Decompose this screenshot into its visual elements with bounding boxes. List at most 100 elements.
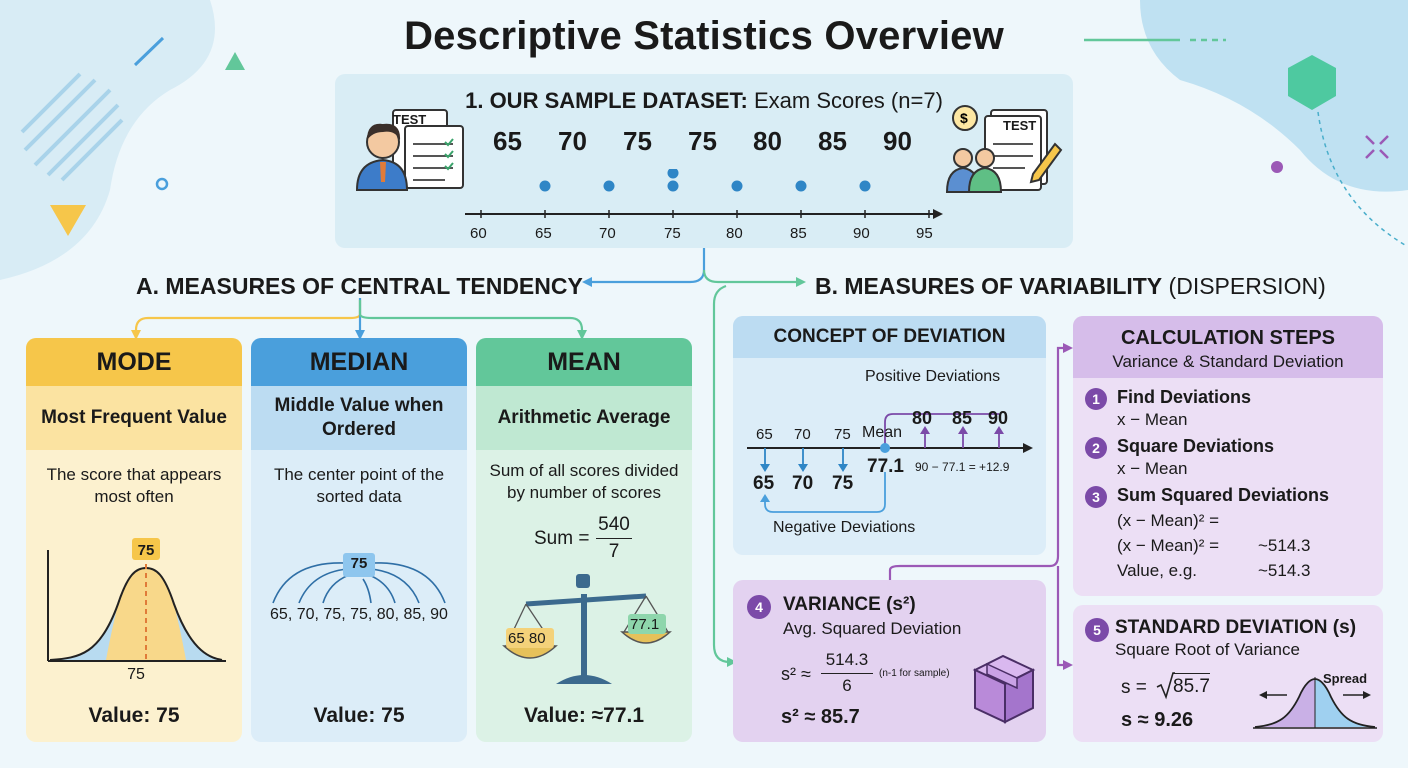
variance-result: s² ≈ 85.7 (781, 706, 860, 728)
data-point (795, 180, 807, 192)
test-label-left: TEST (393, 112, 427, 127)
mode-subtitle: Most Frequent Value (26, 386, 242, 450)
variance-lhs: s² ≈ (781, 664, 811, 684)
axis-tick-label: 85 (790, 225, 807, 242)
dataset-panel: 1. OUR SAMPLE DATASET: Exam Scores (n=7)… (335, 74, 1073, 248)
deviation-top-left-1: 65 (756, 426, 773, 443)
score-4: 75 (688, 126, 717, 156)
score-6: 85 (818, 126, 847, 156)
axis-tick-label: 75 (664, 225, 681, 242)
mean-value: Value: ≈77.1 (523, 704, 645, 727)
variance-badge: 4 (747, 595, 771, 619)
mode-peak-label: 75 (137, 542, 155, 559)
axis-tick-label: 65 (535, 225, 552, 242)
mean-denominator: 7 (608, 541, 620, 562)
deviation-top-left-2: 70 (794, 426, 811, 443)
mode-card: MODE Most Frequent Value The score that … (26, 338, 242, 742)
step-1-badge: 1 (1085, 388, 1107, 410)
calculation-steps-panel: CALCULATION STEPS Variance & Standard De… (1073, 316, 1383, 596)
data-point (667, 169, 679, 179)
mode-description: The score that appears most often (46, 465, 222, 507)
data-point (603, 180, 615, 192)
sqrt-sign (1156, 672, 1175, 700)
axis-tick-label: 90 (853, 225, 870, 242)
stddev-radicand: 85.7 (1173, 673, 1210, 698)
step-3-value-1: ~514.3 (1258, 536, 1311, 555)
step-3-title: Sum Squared Deviations (1117, 485, 1330, 505)
mean-right-pan: 77.1 (630, 616, 660, 633)
spread-label: Spread (1323, 671, 1368, 686)
axis-tick-label: 95 (916, 225, 933, 242)
median-sorted-list: 65, 70, 75, 75, 80, 85, 90 (270, 606, 448, 623)
deviation-top-right-1: 80 (912, 408, 933, 428)
median-value: Value: 75 (313, 704, 405, 727)
mean-numerator: 540 (598, 514, 630, 535)
axis-tick-label: 60 (470, 225, 487, 242)
step-1-line: x − Mean (1117, 410, 1188, 429)
step-3-line-1: (x − Mean)² = (1117, 511, 1220, 530)
deviation-bottom-left-1: 65 (753, 473, 775, 494)
positive-deviations-label: Positive Deviations (865, 368, 1001, 385)
data-point (731, 180, 743, 192)
mode-title: MODE (26, 338, 242, 386)
stddev-lhs: s = (1121, 677, 1147, 698)
step-2-line: x − Mean (1117, 459, 1188, 478)
median-title: MEDIAN (251, 338, 467, 386)
step-1-title: Find Deviations (1117, 387, 1252, 407)
median-center-label: 75 (350, 555, 368, 572)
variance-denominator: 6 (842, 676, 852, 695)
deviation-title: CONCEPT OF DEVIATION (733, 316, 1046, 358)
balance-scale-icon (502, 574, 672, 684)
variance-title: VARIANCE (s²) (783, 594, 916, 615)
mean-card: MEAN Arithmetic Average Sum of all score… (476, 338, 692, 742)
step-3-badge: 3 (1085, 486, 1107, 508)
svg-text:$: $ (960, 110, 968, 126)
variance-note: (n-1 for sample) (879, 668, 950, 679)
mean-sum-label: Sum = (534, 528, 590, 549)
step-3-value-2: ~514.3 (1258, 561, 1311, 580)
variance-subtitle: Avg. Squared Deviation (783, 619, 962, 638)
mean-fraction-bar (596, 538, 632, 539)
median-card: MEDIAN Middle Value when Ordered The cen… (251, 338, 467, 742)
steps-title: CALCULATION STEPS (1120, 327, 1336, 349)
deviation-mean-value: 77.1 (867, 456, 904, 477)
dataset-axis-labels: 60 65 70 75 80 85 90 95 (455, 225, 955, 247)
deviation-top-right-3: 90 (988, 408, 1009, 428)
mean-left-pan: 65 80 (508, 630, 546, 647)
central-tendency-heading: A. MEASURES OF CENTRAL TENDENCY (136, 273, 583, 299)
median-arrows (272, 553, 446, 604)
step-3-line-3: Value, e.g. (1117, 561, 1198, 580)
deviation-bottom-left-3: 75 (832, 473, 854, 494)
mode-bell-curve (47, 538, 226, 662)
score-2: 70 (558, 126, 587, 156)
deviation-bottom-left-2: 70 (792, 473, 814, 494)
deviation-number-line (747, 413, 1033, 513)
deviation-example: 90 − 77.1 = +12.9 (915, 460, 1010, 474)
step-2-badge: 2 (1085, 437, 1107, 459)
axis-tick-label: 70 (599, 225, 616, 242)
mean-title: MEAN (476, 338, 692, 386)
score-1: 65 (493, 126, 522, 156)
negative-deviations-label: Negative Deviations (773, 519, 916, 536)
variance-panel: 4 VARIANCE (s²) Avg. Squared Deviation s… (733, 580, 1046, 742)
data-point (539, 180, 551, 192)
stddev-result: s ≈ 9.26 (1121, 709, 1194, 731)
score-7: 90 (883, 126, 912, 156)
deviation-mean-label: Mean (862, 424, 903, 441)
step-2-title: Square Deviations (1117, 436, 1275, 456)
score-5: 80 (753, 126, 782, 156)
variance-numerator: 514.3 (825, 650, 869, 669)
stddev-title: STANDARD DEVIATION (s) (1115, 617, 1357, 638)
median-subtitle: Middle Value when Ordered (251, 386, 467, 450)
mean-description: Sum of all scores divided by number of s… (489, 461, 679, 503)
steps-subtitle: Variance & Standard Deviation (1112, 352, 1344, 371)
deviation-top-right-2: 85 (952, 408, 973, 428)
mode-axis-label: 75 (127, 666, 145, 683)
stddev-badge: 5 (1085, 618, 1109, 642)
data-point (667, 180, 679, 192)
mean-subtitle: Arithmetic Average (476, 386, 692, 450)
deviation-top-left-3: 75 (834, 426, 851, 443)
variance-fraction-bar (821, 673, 873, 674)
test-label-right: TEST (1003, 118, 1037, 133)
